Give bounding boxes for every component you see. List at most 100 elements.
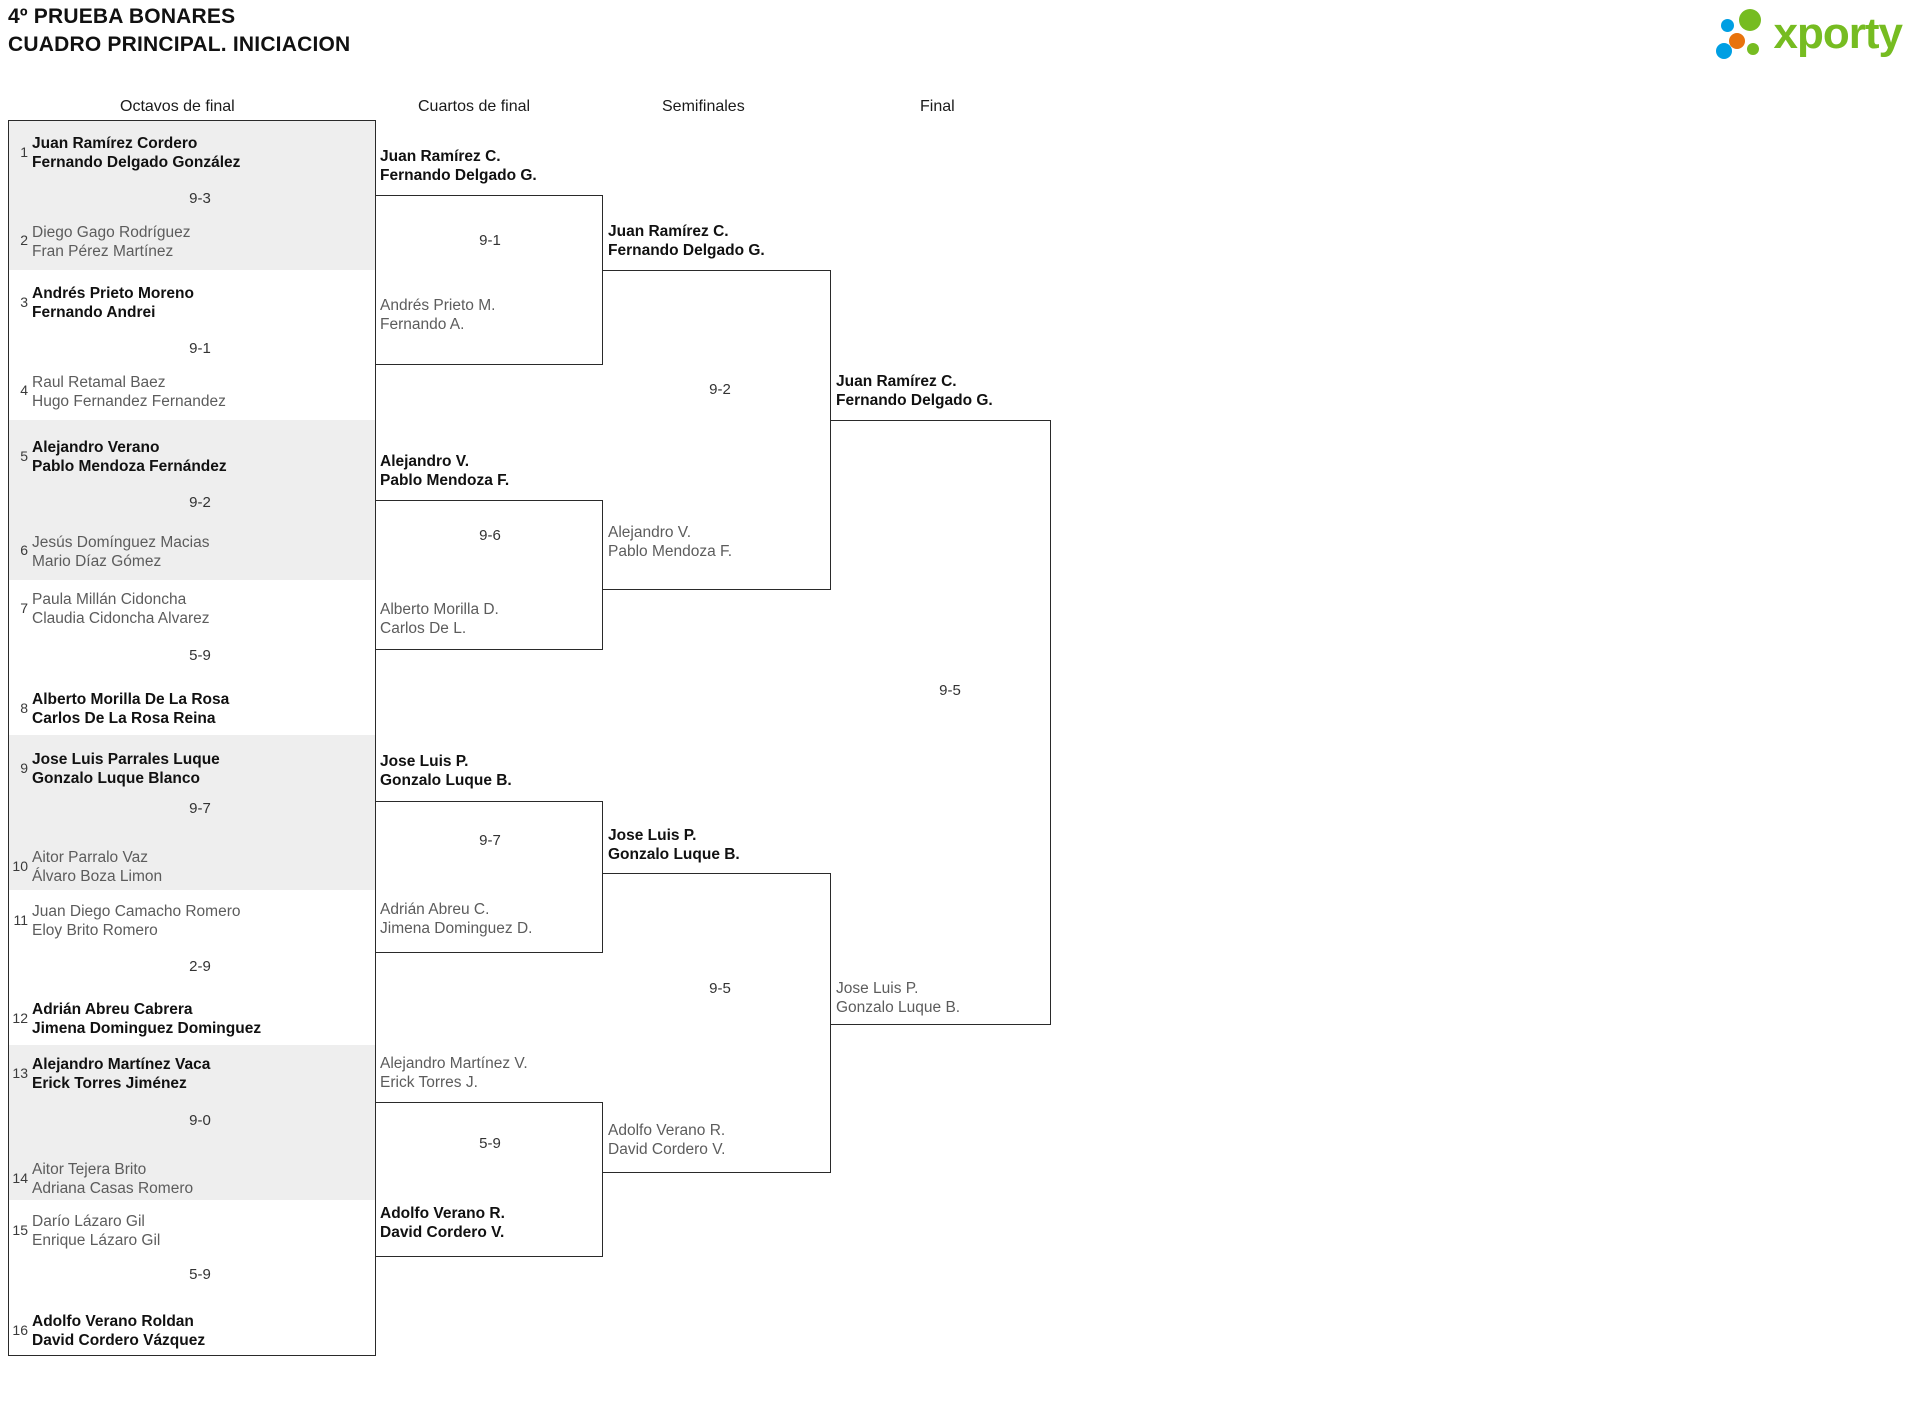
player-name: Aitor Parralo Vaz (32, 849, 149, 866)
seed-number: 8 (20, 700, 28, 716)
player-name: Fernando Delgado González (32, 154, 241, 171)
seed-number: 1 (20, 144, 28, 160)
seed-number: 10 (12, 858, 28, 874)
seed-number: 5 (20, 448, 28, 464)
round-header-cuartos: Cuartos de final (418, 98, 531, 115)
player-name: Carlos De La Rosa Reina (32, 710, 216, 727)
match-score: 5-9 (479, 1135, 501, 1152)
player-name: Enrique Lázaro Gil (32, 1232, 161, 1249)
page-header: 4º PRUEBA BONARES CUADRO PRINCIPAL. INIC… (0, 0, 1920, 72)
player-name: Diego Gago Rodríguez (32, 224, 191, 241)
logo-wordmark: xporty (1773, 9, 1903, 58)
seed-number: 14 (12, 1170, 28, 1186)
match-score: 9-3 (189, 190, 211, 207)
match-score: 9-5 (939, 682, 961, 699)
player-name: Paula Millán Cidoncha (32, 591, 187, 608)
seed-number: 6 (20, 542, 28, 558)
seed-number: 7 (20, 600, 28, 616)
player-name: Erick Torres Jiménez (32, 1075, 187, 1092)
r1-match-block[interactable] (8, 270, 376, 420)
player-name: Jose Luis Parrales Luque (32, 751, 220, 768)
player-name: Álvaro Boza Limon (32, 868, 163, 885)
champion-name: Fernando Delgado G. (836, 392, 993, 409)
match-score: 5-9 (189, 647, 211, 664)
r1-match-block[interactable] (8, 735, 376, 890)
player-name: Andrés Prieto Moreno (32, 285, 194, 302)
xporty-logo: xporty (1715, 6, 1903, 62)
seed-number: 9 (20, 760, 28, 776)
r1-match-block[interactable] (8, 420, 376, 580)
qf-connector-4 (375, 1102, 603, 1257)
player-name: Aitor Tejera Brito (32, 1161, 147, 1178)
seed-number: 4 (20, 382, 28, 398)
r1-match-block[interactable] (8, 890, 376, 1045)
round-header-semifinales: Semifinales (662, 98, 745, 115)
match-score: 9-1 (479, 232, 501, 249)
round-header-final: Final (920, 98, 955, 115)
seed-number: 2 (20, 232, 28, 248)
player-name: Adolfo Verano R. (608, 1122, 726, 1139)
player-name: Fernando Andrei (32, 304, 156, 321)
logo-dots-icon (1715, 7, 1771, 61)
player-name: Carlos De L. (380, 620, 467, 637)
seed-number: 12 (12, 1010, 28, 1026)
match-score: 9-7 (189, 800, 211, 817)
player-name: Pablo Mendoza Fernández (32, 458, 227, 475)
seed-number: 15 (12, 1222, 28, 1238)
player-name: Alejandro Martínez V. (380, 1055, 528, 1072)
r1-match-block[interactable] (8, 1200, 376, 1355)
player-name: David Cordero Vázquez (32, 1332, 206, 1349)
player-name: Alejandro V. (380, 453, 470, 470)
match-score: 9-2 (189, 494, 211, 511)
seed-number: 16 (12, 1322, 28, 1338)
player-name: David Cordero V. (380, 1224, 505, 1241)
player-name: Adriana Casas Romero (32, 1180, 194, 1197)
r1-match-block[interactable] (8, 1045, 376, 1200)
player-name: Alberto Morilla De La Rosa (32, 691, 230, 708)
player-name: Jose Luis P. (380, 753, 469, 770)
player-name: Gonzalo Luque B. (836, 999, 961, 1016)
player-name: Gonzalo Luque B. (380, 772, 512, 789)
player-name: Jose Luis P. (836, 980, 919, 997)
player-name: Andrés Prieto M. (380, 297, 496, 314)
player-name: Adolfo Verano Roldan (32, 1313, 194, 1330)
match-score: 9-0 (189, 1112, 211, 1129)
player-name: Hugo Fernandez Fernandez (32, 393, 226, 410)
player-name: Gonzalo Luque Blanco (32, 770, 200, 787)
player-name: Mario Díaz Gómez (32, 553, 162, 570)
player-name: Jimena Dominguez D. (380, 920, 533, 937)
player-name: Adrián Abreu Cabrera (32, 1001, 193, 1018)
champion-name: Juan Ramírez C. (836, 373, 957, 390)
player-name: Alejandro V. (608, 524, 692, 541)
player-name: Adrián Abreu C. (380, 901, 490, 918)
seed-number: 11 (13, 912, 28, 928)
player-name: Jimena Dominguez Dominguez (32, 1020, 262, 1037)
match-score: 9-6 (479, 527, 501, 544)
player-name: Juan Ramírez C. (608, 223, 729, 240)
match-score: 5-9 (189, 1266, 211, 1283)
match-score: 9-1 (189, 340, 211, 357)
sf-connector-1 (603, 270, 831, 590)
player-name: Fernando Delgado G. (380, 167, 537, 184)
player-name: Gonzalo Luque B. (608, 846, 740, 863)
player-name: Juan Ramírez Cordero (32, 135, 198, 152)
match-score: 9-7 (479, 832, 501, 849)
r1-match-block[interactable] (8, 580, 376, 735)
player-name: Raul Retamal Baez (32, 374, 166, 391)
player-name: Juan Ramírez C. (380, 148, 501, 165)
sf-connector-2 (603, 873, 831, 1173)
player-name: Jose Luis P. (608, 827, 697, 844)
player-name: David Cordero V. (608, 1141, 726, 1158)
qf-connector-1 (375, 195, 603, 365)
qf-connector-3 (375, 801, 603, 953)
player-name: Erick Torres J. (380, 1074, 478, 1091)
qf-connector-2 (375, 500, 603, 650)
player-name: Jesús Domínguez Macias (32, 534, 210, 551)
player-name: Fernando A. (380, 316, 465, 333)
player-name: Adolfo Verano R. (380, 1205, 505, 1222)
player-name: Alejandro Martínez Vaca (32, 1056, 211, 1073)
final-connector (831, 420, 1051, 1025)
seed-number: 13 (12, 1065, 28, 1081)
r1-match-block[interactable] (8, 120, 376, 270)
match-score: 9-2 (709, 381, 731, 398)
